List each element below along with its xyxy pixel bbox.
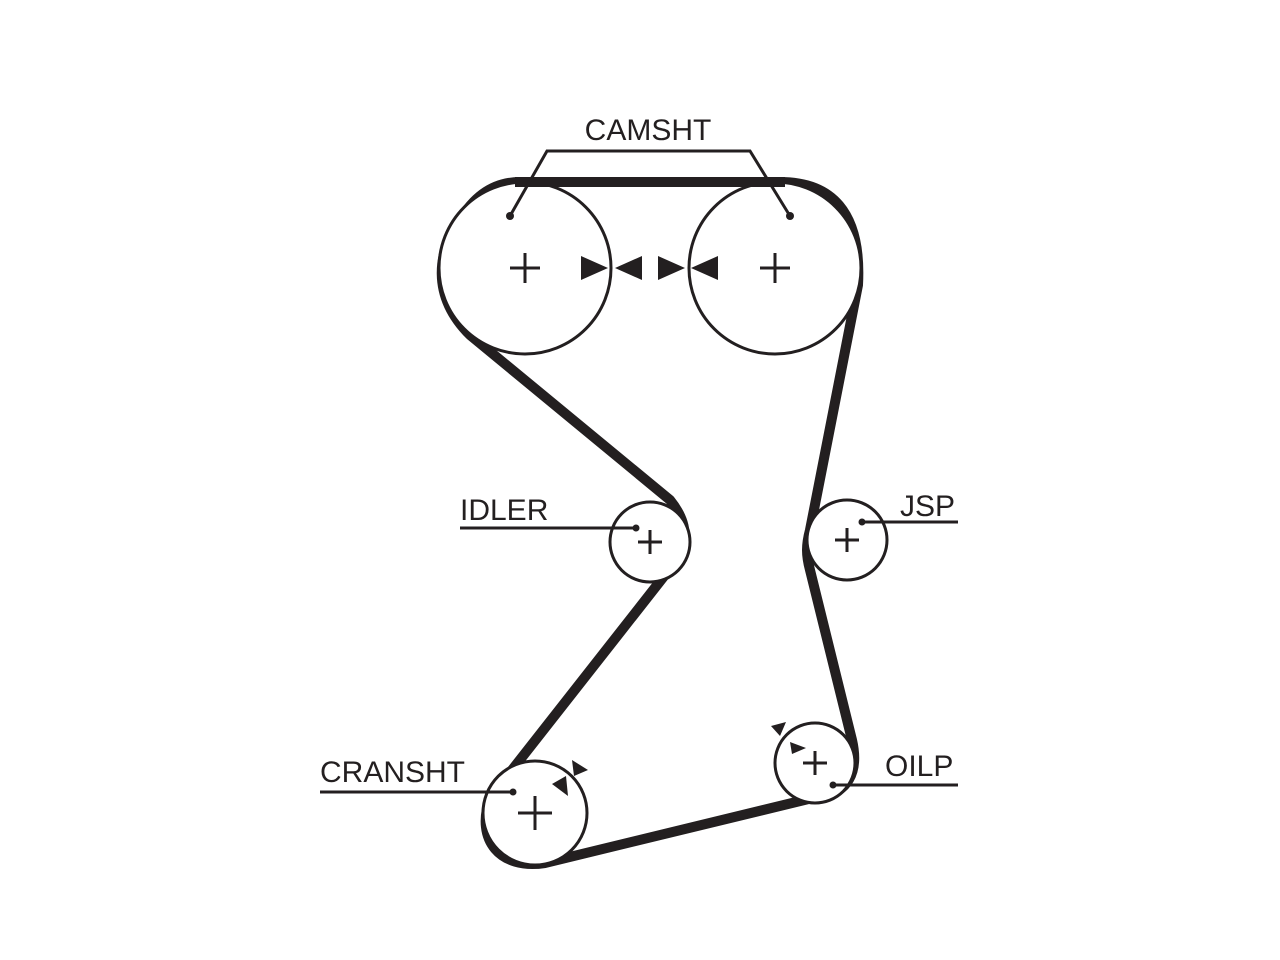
camshaft-label: CAMSHT — [585, 114, 712, 147]
crankshaft-label: CRANSHT — [320, 756, 465, 789]
timing-arrow-icon — [691, 256, 718, 280]
camshaft-leader-line — [508, 149, 792, 217]
timing-arrow-icon — [790, 742, 806, 754]
oil-pump-label: OILP — [885, 750, 953, 783]
jsp-label: JSP — [900, 490, 955, 523]
oil-pump-pulley — [771, 721, 857, 805]
camshaft-pulley-left — [437, 180, 613, 356]
timing-arrow-icon — [615, 256, 642, 280]
jsp-pulley — [805, 498, 889, 582]
idler-label: IDLER — [460, 494, 548, 527]
timing-arrow-icon — [552, 776, 568, 796]
timing-arrow-icon — [572, 760, 588, 776]
timing-arrow-icon — [771, 722, 786, 736]
timing-arrow-icon — [581, 256, 608, 280]
timing-arrow-icon — [658, 256, 685, 280]
crankshaft-pulley — [481, 759, 589, 867]
idler-pulley — [608, 500, 692, 584]
timing-marks-camshaft — [581, 256, 718, 280]
